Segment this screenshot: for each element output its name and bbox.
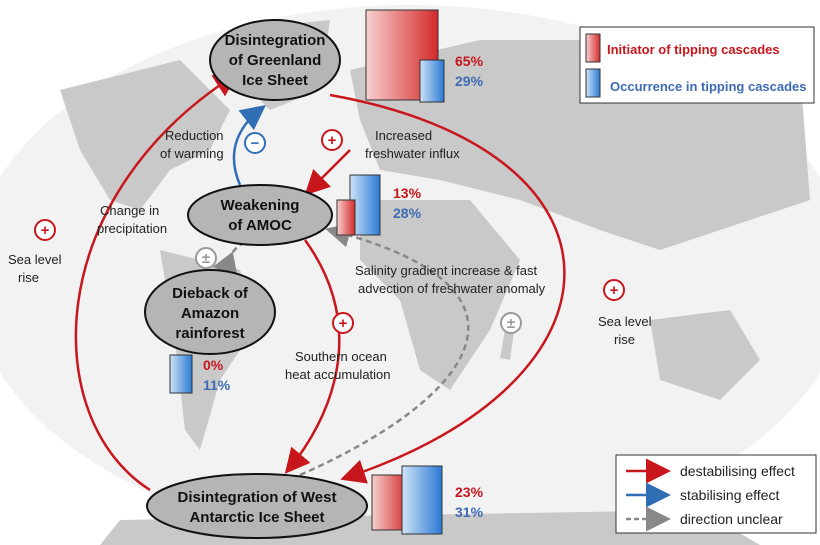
- node-wais-line1: Disintegration of West: [178, 489, 337, 506]
- legend-stabilising: stabilising effect: [680, 487, 779, 503]
- node-greenland-line2: of Greenland: [229, 52, 322, 69]
- node-amoc-line2: of AMOC: [228, 217, 292, 234]
- node-greenland-line1: Disintegration: [225, 32, 326, 49]
- arrow-greenland-to-wais: [329, 93, 566, 484]
- node-amazon-line1: Dieback of: [172, 285, 249, 302]
- domino-wais: [371, 465, 443, 535]
- plusminus-sign-icon: [500, 312, 522, 334]
- node-wais-line2: Antarctic Ice Sheet: [189, 509, 324, 526]
- plus-sign-icon: [34, 219, 56, 241]
- label-freshwater-1: Increased: [375, 128, 432, 143]
- north-america: [60, 60, 230, 210]
- plus-sign-icon: [332, 312, 354, 334]
- plus-sign-icon: [321, 129, 343, 151]
- node-amoc: Weakening of AMOC: [187, 184, 333, 246]
- label-precip-1: Change in: [100, 203, 159, 218]
- label-precip-2: precipitation: [97, 221, 167, 236]
- domino-amoc: [336, 174, 381, 236]
- label-salinity-1: Salinity gradient increase & fast: [355, 263, 537, 278]
- node-greenland: Disintegration of Greenland Ice Sheet: [209, 19, 341, 101]
- node-amazon: Dieback of Amazon rainforest: [144, 269, 276, 355]
- node-amazon-line2: Amazon: [181, 305, 239, 322]
- legend-initiator: Initiator of tipping cascades: [607, 42, 780, 57]
- australia: [650, 310, 760, 400]
- label-freshwater-2: freshwater influx: [365, 146, 460, 161]
- arrow-amoc-to-greenland: [232, 104, 266, 186]
- arrow-greenland-to-amoc: [304, 149, 351, 196]
- legend-occurrence: Occurrence in tipping cascades: [610, 79, 807, 94]
- arrow-wais-to-greenland: [74, 72, 240, 492]
- arrow-wais-to-amoc: [299, 222, 470, 477]
- amazon-occurrence-pct: 11%: [203, 377, 231, 393]
- label-reduction-2: of warming: [160, 146, 224, 161]
- arrow-amoc-to-wais: [284, 239, 341, 474]
- legend-unclear: direction unclear: [680, 511, 783, 527]
- label-southern-1: Southern ocean: [295, 349, 387, 364]
- node-amoc-line1: Weakening: [221, 197, 300, 214]
- amoc-occurrence-pct: 28%: [393, 205, 422, 221]
- domino-greenland: [365, 9, 445, 103]
- plus-sign-icon: [603, 279, 625, 301]
- legend-destabilising: destabilising effect: [680, 463, 795, 479]
- label-southern-2: heat accumulation: [285, 367, 391, 382]
- plus-text: +: [610, 282, 619, 299]
- wais-occurrence-pct: 31%: [455, 504, 484, 520]
- minus-sign-icon: [244, 132, 266, 154]
- label-sealevel-right-2: rise: [614, 332, 635, 347]
- node-greenland-line3: Ice Sheet: [242, 72, 308, 89]
- wais-initiator-pct: 23%: [455, 484, 484, 500]
- label-salinity-2: advection of freshwater anomaly: [358, 281, 546, 296]
- africa: [360, 200, 520, 390]
- greenland-initiator-pct: 65%: [455, 53, 484, 69]
- plusminus-sign-icon: [195, 247, 217, 269]
- label-sealevel-right-1: Sea level: [598, 314, 652, 329]
- minus-text: −: [251, 135, 260, 152]
- plus-text: +: [328, 132, 337, 149]
- amoc-initiator-pct: 13%: [393, 185, 422, 201]
- amazon-initiator-pct: 0%: [203, 357, 224, 373]
- label-sealevel-left-2: rise: [18, 270, 39, 285]
- legend-arrows: destabilising effect stabilising effect …: [615, 454, 817, 534]
- node-wais: Disintegration of West Antarctic Ice She…: [146, 473, 368, 539]
- legend-dominoes: Initiator of tipping cascades Occurrence…: [579, 26, 815, 104]
- label-sealevel-left-1: Sea level: [8, 252, 62, 267]
- plus-text: +: [339, 315, 348, 332]
- node-amazon-line3: rainforest: [175, 325, 244, 342]
- plusminus-text: ±: [507, 315, 515, 332]
- greenland-occurrence-pct: 29%: [455, 73, 484, 89]
- label-reduction-1: Reduction: [165, 128, 224, 143]
- plusminus-text: ±: [202, 250, 210, 267]
- plus-text: +: [41, 222, 50, 239]
- domino-amazon: [169, 354, 193, 394]
